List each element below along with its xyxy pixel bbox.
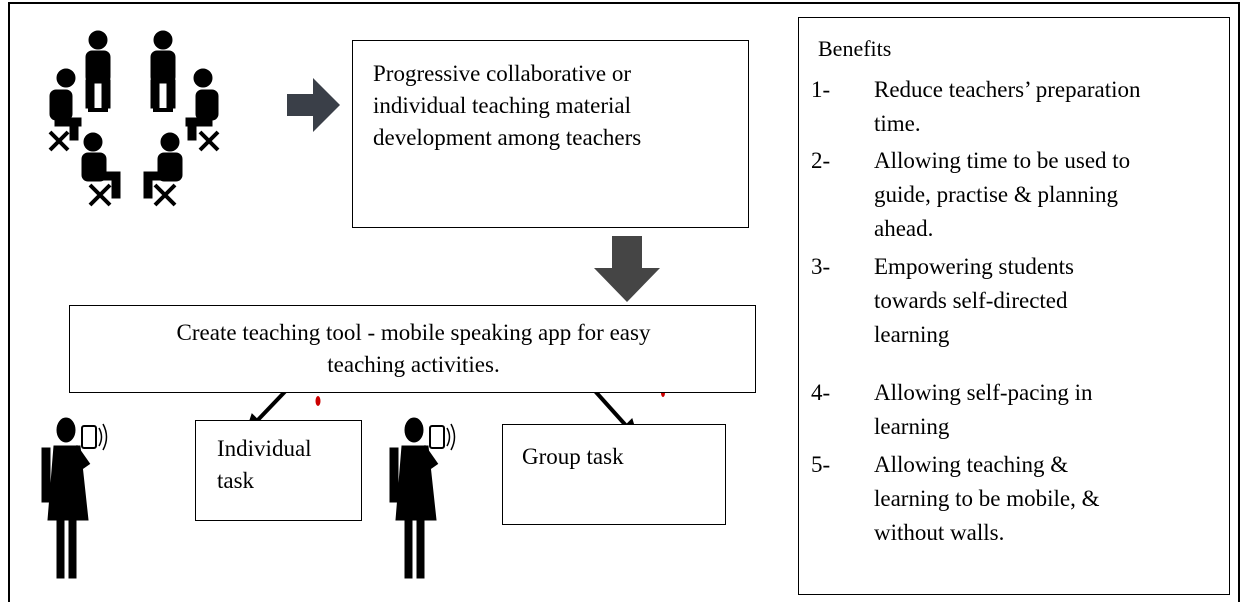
text-line: individual teaching material: [373, 93, 632, 118]
text-line: Reduce teachers’ preparation: [874, 77, 1141, 102]
create-teaching-tool-text: Create teaching tool - mobile speaking a…: [70, 317, 757, 381]
benefit-text: Empowering students towards self-directe…: [874, 250, 1224, 352]
diagram-frame: [8, 2, 1240, 602]
text-line: Create teaching tool - mobile speaking a…: [176, 320, 651, 345]
benefit-text: Allowing self-pacing in learning: [874, 376, 1224, 444]
text-line: Individual: [217, 436, 312, 461]
person-phone-icon: [41, 417, 108, 579]
progressive-development-text: Progressive collaborative or individual …: [373, 58, 743, 154]
text-line: learning: [874, 322, 950, 347]
text-line: Progressive collaborative or: [373, 61, 632, 86]
text-line: without walls.: [874, 520, 1005, 545]
text-line: Allowing teaching &: [874, 452, 1069, 477]
benefit-text: Reduce teachers’ preparation time.: [874, 73, 1224, 141]
benefits-box: Benefits 1- Reduce teachers’ preparation…: [798, 17, 1230, 595]
benefit-number: 1-: [811, 77, 831, 102]
benefit-text: Allowing time to be used to guide, pract…: [874, 144, 1224, 246]
benefits-title: Benefits: [818, 36, 892, 61]
benefit-number: 4-: [811, 380, 831, 405]
individual-task-box: Individual task: [195, 420, 362, 521]
down-arrow-icon: [594, 236, 660, 302]
individual-task-text: Individual task: [217, 433, 357, 497]
text-line: Empowering students: [874, 254, 1074, 279]
text-line: task: [217, 468, 255, 493]
benefit-number: 2-: [811, 148, 831, 173]
text-line: ahead.: [874, 216, 934, 241]
text-line: Group task: [522, 444, 624, 469]
right-arrow-icon: [287, 78, 340, 132]
person-phone-icon: [389, 417, 456, 579]
text-line: learning: [874, 414, 950, 439]
text-line: learning to be mobile, &: [874, 486, 1100, 511]
benefit-text: Allowing teaching & learning to be mobil…: [874, 448, 1224, 550]
text-line: development among teachers: [373, 125, 642, 150]
text-line: time.: [874, 111, 921, 136]
text-line: teaching activities.: [327, 352, 500, 377]
benefit-number: 3-: [811, 254, 831, 279]
text-line: towards self-directed: [874, 288, 1068, 313]
group-task-box: Group task: [502, 424, 726, 525]
text-line: Allowing time to be used to: [874, 148, 1131, 173]
progressive-development-box: Progressive collaborative or individual …: [352, 40, 749, 228]
benefit-number: 5-: [811, 452, 831, 477]
group-task-text: Group task: [522, 441, 722, 473]
text-line: Allowing self-pacing in: [874, 380, 1093, 405]
text-line: guide, practise & planning: [874, 182, 1118, 207]
create-teaching-tool-box: Create teaching tool - mobile speaking a…: [69, 305, 756, 393]
teachers-circle-icon: [48, 30, 220, 207]
